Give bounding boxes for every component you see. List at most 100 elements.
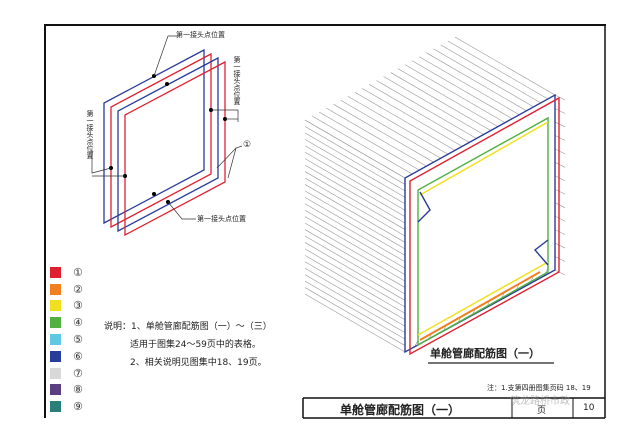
longitudinal-bar xyxy=(304,184,406,243)
view-title: 单舱管廊配筋图（一） xyxy=(430,347,540,360)
longitudinal-bar xyxy=(304,216,406,275)
rebar-cage-front xyxy=(404,93,560,356)
legend-swatch xyxy=(50,300,61,312)
title-block-page-number: 10 xyxy=(583,403,595,413)
title-block-title: 单舱管廊配筋图（一） xyxy=(340,403,461,417)
longitudinal-bar xyxy=(304,151,406,211)
longitudinal-bar xyxy=(404,64,506,123)
longitudinal-bar xyxy=(354,92,456,151)
longitudinal-bar xyxy=(304,190,406,250)
joint-label-top: 第一接头点位置 xyxy=(176,31,225,39)
longitudinal-bar xyxy=(340,99,441,159)
longitudinal-bar xyxy=(440,44,541,104)
legend-item: ⑧ xyxy=(50,382,83,399)
longitudinal-bar xyxy=(554,148,566,155)
legend-swatch xyxy=(50,367,61,379)
longitudinal-bar xyxy=(397,68,499,127)
legend-number: ① xyxy=(73,265,83,279)
longitudinal-bar xyxy=(426,52,527,112)
longitudinal-bar xyxy=(304,158,406,217)
legend-swatch xyxy=(50,350,61,362)
longitudinal-bar xyxy=(304,171,406,230)
longitudinal-bar xyxy=(319,111,420,171)
longitudinal-bar xyxy=(347,96,449,155)
longitudinal-bar xyxy=(304,177,406,237)
watermark: 筑龙路桥市政 xyxy=(510,396,570,407)
legend-number: ④ xyxy=(73,316,83,330)
longitudinal-bar xyxy=(304,222,406,282)
legend-number: ⑦ xyxy=(73,366,83,380)
longitudinal-bar xyxy=(554,188,566,195)
longitudinal-bar xyxy=(304,197,406,256)
longitudinal-bar xyxy=(419,56,520,116)
legend-number: ② xyxy=(73,282,83,296)
legend-item: ⑤ xyxy=(50,331,83,348)
longitudinal-bar xyxy=(554,256,566,262)
longitudinal-bar xyxy=(304,280,406,340)
rebar-ref-label: ① xyxy=(243,140,252,150)
legend-item: ① xyxy=(50,264,83,281)
legend-item: ③ xyxy=(50,298,83,315)
longitudinal-bar xyxy=(304,248,406,308)
legend-item: ⑥ xyxy=(50,348,83,365)
legend-item: ④ xyxy=(50,314,83,331)
longitudinal-bar xyxy=(304,293,406,353)
joint-label-right: 第一接头点位置 xyxy=(233,56,241,105)
notes-line-1: 说明：1、单舱管廊配筋图（一）～（三） xyxy=(104,322,272,332)
longitudinal-bar xyxy=(447,40,549,100)
longitudinal-bar xyxy=(304,255,406,314)
legend-swatch xyxy=(50,401,61,413)
longitudinal-bar xyxy=(390,72,491,131)
legend-swatch xyxy=(50,384,61,396)
legend-item: ⑨ xyxy=(50,398,83,415)
longitudinal-bar xyxy=(304,139,406,198)
longitudinal-bar xyxy=(304,235,406,295)
rebar-loop-detail xyxy=(103,48,226,237)
longitudinal-bar xyxy=(333,103,434,163)
longitudinal-bar xyxy=(554,94,566,101)
longitudinal-bar xyxy=(304,203,406,263)
longitudinal-bar xyxy=(554,202,566,208)
longitudinal-bar xyxy=(433,48,534,108)
longitudinal-bar xyxy=(304,119,406,179)
longitudinal-bar xyxy=(304,126,406,185)
longitudinal-bar xyxy=(554,242,566,249)
longitudinal-bar xyxy=(554,162,566,168)
joint-label-bottom: 第一接头点位置 xyxy=(197,215,246,223)
legend-number: ⑥ xyxy=(73,349,83,363)
longitudinal-bar xyxy=(454,36,556,96)
footnote: 注：1.支第四册图集页码 18、19 xyxy=(487,384,591,392)
longitudinal-bar xyxy=(554,135,566,141)
longitudinal-bar xyxy=(304,164,406,224)
longitudinal-bar xyxy=(554,108,566,114)
longitudinal-bar xyxy=(554,229,566,235)
longitudinal-bar xyxy=(304,229,406,288)
longitudinal-bar xyxy=(311,115,413,175)
legend-swatch xyxy=(50,266,61,278)
joint-markers xyxy=(109,74,227,204)
longitudinal-bar xyxy=(304,274,406,333)
longitudinal-bar xyxy=(304,132,406,192)
longitudinal-bar xyxy=(304,145,406,205)
longitudinal-bar xyxy=(376,80,477,139)
legend-item: ② xyxy=(50,281,83,298)
legend-swatch xyxy=(50,283,61,295)
longitudinal-bar xyxy=(554,121,566,128)
drawing-frame xyxy=(44,24,606,419)
leader-lines xyxy=(91,35,243,220)
longitudinal-bar xyxy=(554,175,566,182)
longitudinal-bar xyxy=(369,84,470,143)
longitudinal-bar xyxy=(554,215,566,222)
longitudinal-bar xyxy=(304,209,406,269)
rebar-cage-3d xyxy=(304,36,566,353)
longitudinal-bar xyxy=(383,76,484,135)
legend-swatch xyxy=(50,317,61,329)
legend-number: ⑤ xyxy=(73,333,83,347)
longitudinal-bar xyxy=(361,88,463,147)
longitudinal-bar xyxy=(304,261,406,321)
notes-line-2: 适用于图集24～59页中的表格。 xyxy=(130,340,261,350)
legend-number: ⑨ xyxy=(73,400,83,414)
longitudinal-bar xyxy=(326,107,427,167)
